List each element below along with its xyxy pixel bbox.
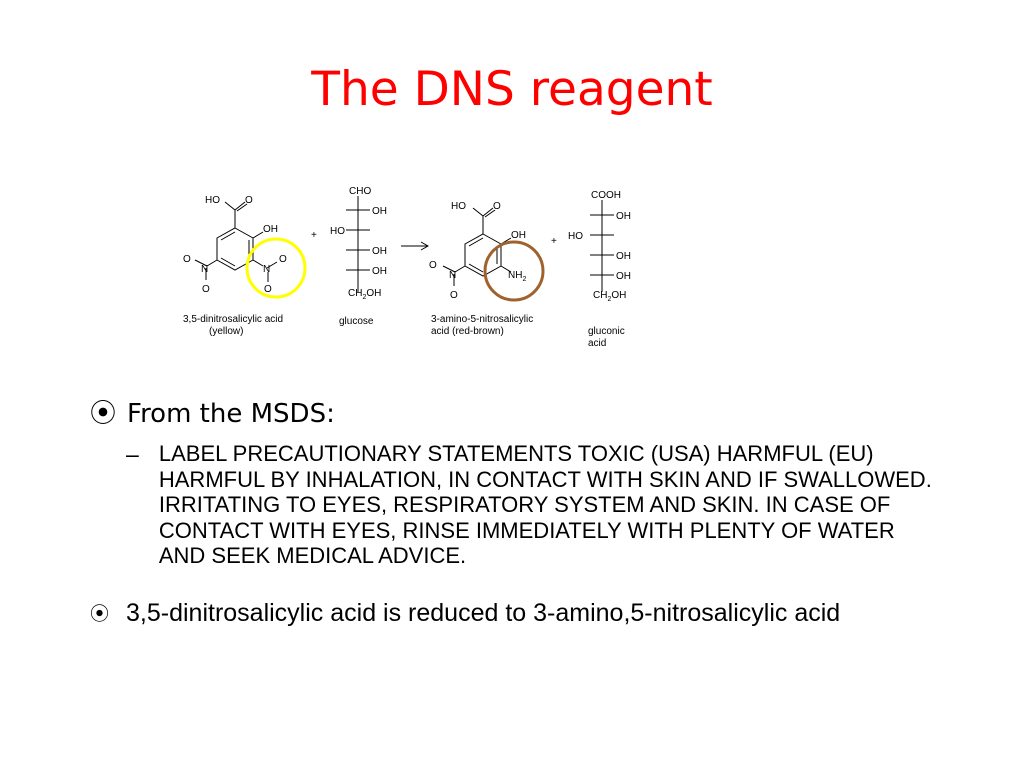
label-ho: HO (205, 195, 220, 206)
benzene-ring-product (464, 233, 502, 277)
glucose-oh-4: OH (372, 266, 387, 277)
caption-dns-color: (yellow) (209, 326, 243, 337)
label-oh: OH (263, 224, 278, 235)
bullet-icon: ⦿ (90, 399, 117, 429)
caption-glucose: glucose (339, 316, 374, 327)
caption-dns: 3,5-dinitrosalicylic acid (183, 314, 283, 325)
product-label-o-left: O (429, 260, 437, 271)
reaction-scheme: HO O OH N O O N O O 3,5-dinitrosalicylic… (183, 186, 631, 349)
gluconic-oh-4: OH (616, 271, 631, 282)
plus-sign-2: + (551, 236, 557, 247)
bullet-reduction-text: 3,5-dinitrosalicylic acid is reduced to … (126, 599, 841, 627)
dash-icon: – (126, 441, 139, 467)
label-o-left-bottom: O (202, 284, 210, 295)
label-n-right: N (263, 264, 270, 275)
glucose-oh-3: OH (372, 246, 387, 257)
gluconic-ho-2: HO (568, 231, 583, 242)
product-label-nh2: NH2 (508, 270, 526, 283)
gluconic-bottom: CH2OH (593, 290, 626, 303)
plus-sign-1: + (311, 230, 317, 241)
product-label-oh: OH (511, 230, 526, 241)
bullet-msds-text: From the MSDS: (127, 399, 335, 429)
label-o-left: O (183, 254, 191, 265)
bullet-msds: ⦿ From the MSDS: (90, 394, 335, 434)
caption-product: 3-amino-5-nitrosalicylic (431, 314, 533, 325)
label-o: O (245, 195, 253, 206)
product-label-o-bottom: O (450, 290, 458, 301)
product-label-n-left: N (449, 270, 456, 281)
nitro-highlight-circle (245, 237, 307, 299)
label-n-left: N (201, 264, 208, 275)
caption-gluconic-acid: acid (588, 338, 606, 349)
glucose-bottom: CH2OH (348, 288, 381, 301)
label-o-right: O (279, 254, 287, 265)
glucose-top: CHO (349, 186, 371, 197)
msds-statement: – LABEL PRECAUTIONARY STATEMENTS TOXIC (… (126, 441, 946, 569)
glucose-oh-1: OH (372, 206, 387, 217)
bullet-icon: ⦿ (90, 603, 110, 625)
slide-title: The DNS reagent (311, 62, 713, 117)
gluconic-oh-3: OH (616, 251, 631, 262)
label-o-right-bottom: O (264, 284, 272, 295)
product-label-ho: HO (451, 201, 466, 212)
glucose-ho-2: HO (330, 226, 345, 237)
bullet-reduction: ⦿ 3,5-dinitrosalicylic acid is reduced t… (90, 598, 910, 630)
reaction-figure: HO O OH N O O N O O 3,5-dinitrosalicylic… (165, 180, 665, 360)
caption-product-color: acid (red-brown) (431, 326, 504, 337)
caption-gluconic: gluconic (588, 326, 625, 337)
product-label-o: O (493, 201, 501, 212)
msds-statement-text: LABEL PRECAUTIONARY STATEMENTS TOXIC (US… (158, 441, 932, 568)
gluconic-oh-1: OH (616, 211, 631, 222)
amino-highlight-circle (483, 240, 545, 302)
gluconic-top: COOH (591, 190, 621, 201)
